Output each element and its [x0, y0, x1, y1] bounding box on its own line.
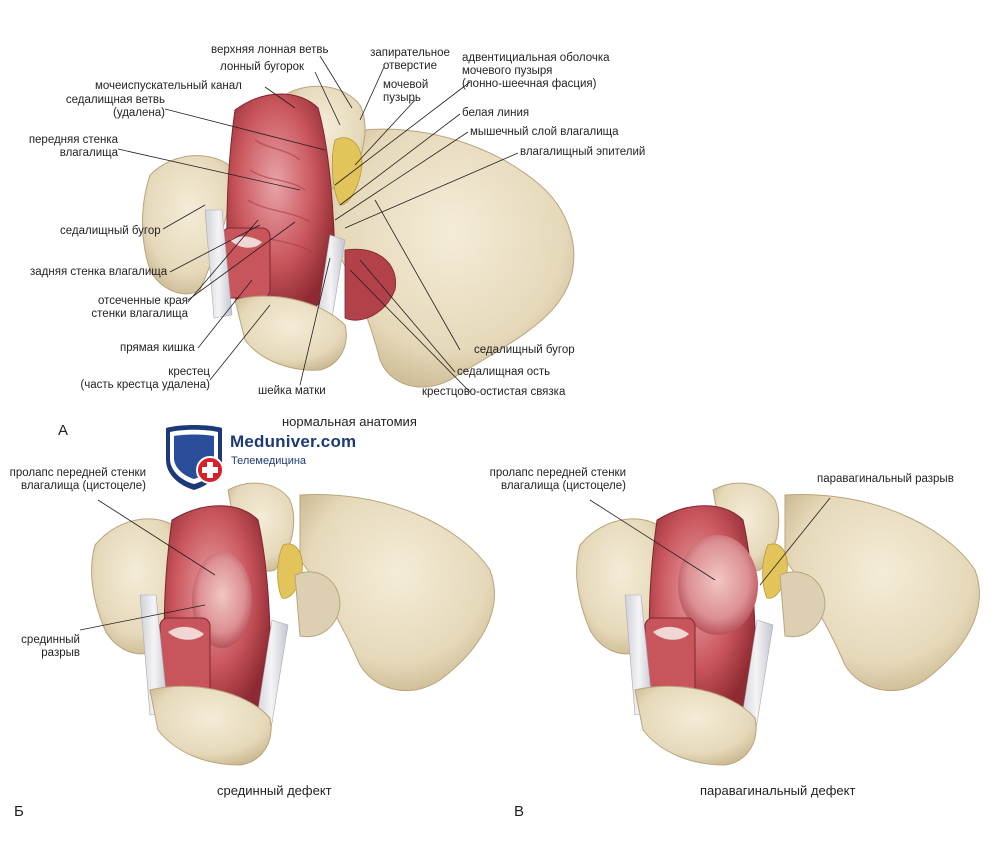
label-white-line: белая линия	[462, 107, 530, 119]
label-pubic-tubercle: лонный бугорок	[220, 61, 305, 73]
logo-shield-icon	[166, 425, 224, 490]
label-b-cystocele-line2: влагалища (цистоцеле)	[20, 480, 146, 492]
panel-c-illustration	[576, 482, 980, 766]
label-cut-edges-line2: стенки влагалища	[91, 308, 188, 320]
label-sacrospinous-ligament: крестцово-остистая связка	[422, 386, 566, 398]
label-muscle-layer: мышечный слой влагалища	[470, 126, 619, 138]
label-ischial-tuberosity-right: седалищный бугор	[474, 344, 575, 356]
label-obturator-foramen: запирательное отверстие	[360, 47, 460, 73]
label-cut-edges: отсеченные края стенки влагалища	[70, 295, 188, 321]
label-posterior-wall: задняя стенка влагалища	[30, 266, 168, 278]
panel-b-letter: Б	[14, 803, 24, 820]
label-epithelium: влагалищный эпителий	[520, 146, 646, 158]
panel-b-leaders	[79, 499, 216, 631]
label-sacrum-line2: (часть крестца удалена)	[80, 379, 210, 391]
label-sacrum-line1: крестец	[168, 366, 210, 378]
label-ischial-ramus: седалищная ветвь (удалена)	[60, 94, 165, 120]
label-b-cystocele: пролапс передней стенки влагалища (цисто…	[0, 467, 146, 493]
label-anterior-wall: передняя стенка влагалища	[10, 134, 118, 160]
label-ischial-tuberosity-left: седалищный бугор	[60, 225, 161, 237]
label-obturator-line2: отверстие	[382, 60, 438, 72]
label-urethra: мочеиспускательный канал	[95, 80, 242, 92]
label-adventitia-line3: (лонно-шеечная фасция)	[462, 78, 597, 90]
label-median-line1: срединный	[21, 634, 80, 646]
label-anterior-wall-line1: передняя стенка	[28, 134, 118, 146]
logo-title: Meduniver.com	[230, 432, 357, 451]
label-ischial-spine: седалищная ость	[457, 366, 551, 378]
label-c-cystocele: пролапс передней стенки влагалища (цисто…	[480, 467, 626, 493]
label-adventitia: адвентициальная оболочка мочевого пузыря…	[462, 52, 610, 91]
label-c-cystocele-line2: влагалища (цистоцеле)	[500, 480, 626, 492]
panel-b-caption: срединный дефект	[217, 783, 332, 798]
panel-b-illustration	[91, 482, 495, 766]
label-median-tear: срединный разрыв	[10, 634, 80, 660]
label-cut-edges-line1: отсеченные края	[97, 295, 188, 307]
panel-c-leaders	[589, 497, 831, 586]
label-adventitia-line1: адвентициальная оболочка	[462, 52, 610, 64]
label-bladder-line2: пузырь	[383, 92, 421, 104]
label-c-cystocele-line1: пролапс передней стенки	[489, 467, 626, 479]
label-sup-pubic-ramus: верхняя лонная ветвь	[211, 44, 329, 56]
label-bladder: мочевой пузырь	[383, 79, 428, 105]
label-anterior-wall-line2: влагалища	[59, 147, 118, 159]
panel-a-caption: нормальная анатомия	[282, 414, 417, 429]
panel-a-leaders	[117, 55, 519, 393]
label-obturator-line1: запирательное	[370, 47, 450, 59]
panel-a-letter: А	[58, 422, 69, 439]
label-adventitia-line2: мочевого пузыря	[462, 65, 553, 77]
logo-subtitle: Телемедицина	[231, 455, 307, 467]
panel-a-illustration	[142, 85, 575, 388]
label-b-cystocele-line1: пролапс передней стенки	[9, 467, 146, 479]
label-median-line2: разрыв	[41, 647, 80, 659]
label-paravaginal-tear: паравагинальный разрыв	[817, 473, 954, 485]
label-rectum: прямая кишка	[120, 342, 195, 354]
panel-c-caption: паравагинальный дефект	[700, 783, 856, 798]
label-bladder-line1: мочевой	[383, 79, 429, 91]
label-cervix: шейка матки	[258, 385, 326, 397]
label-sacrum: крестец (часть крестца удалена)	[60, 366, 210, 392]
panel-c-letter: В	[514, 803, 525, 820]
label-ischial-ramus-line1: седалищная ветвь	[65, 94, 165, 106]
label-ischial-ramus-line2: (удалена)	[113, 107, 165, 119]
